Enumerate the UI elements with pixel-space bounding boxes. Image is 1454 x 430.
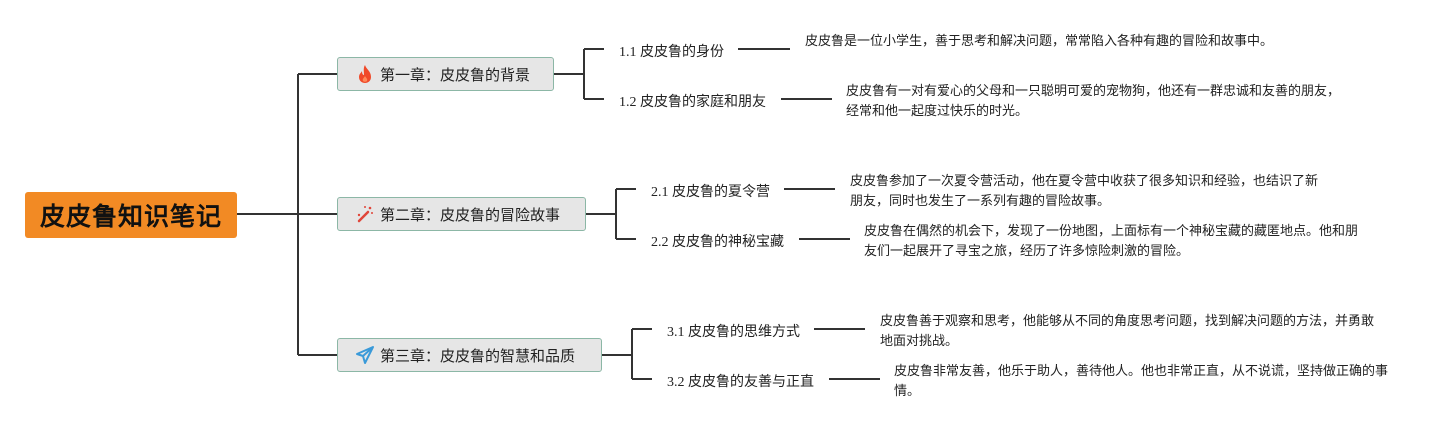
section-3-2-description: 皮皮鲁非常友善，他乐于助人，善待他人。他也非常正直，从不说谎，坚持做正确的事情。 — [894, 364, 1389, 399]
section-2-1[interactable]: 2.1 皮皮鲁的夏令营 — [651, 185, 770, 200]
section-1-2-description: 皮皮鲁有一对有爱心的父母和一只聪明可爱的宠物狗，他还有一群忠诚和友善的朋友，经常… — [846, 84, 1341, 119]
root-connector — [237, 73, 337, 356]
chapter-3-title: 第三章：皮皮鲁的智慧和品质 — [380, 346, 576, 365]
section-2-1-description: 皮皮鲁参加了一次夏令营活动，他在夏令营中收获了很多知识和经验，也结识了新朋友，同… — [850, 174, 1319, 209]
section-1-1[interactable]: 1.1 皮皮鲁的身份 — [619, 45, 724, 60]
section-1-2[interactable]: 1.2 皮皮鲁的家庭和朋友 — [619, 95, 766, 110]
paper-plane-icon — [354, 344, 376, 366]
fire-icon — [354, 63, 376, 85]
section-3-2[interactable]: 3.2 皮皮鲁的友善与正直 — [667, 375, 814, 390]
magic-wand-icon — [354, 203, 376, 225]
chapter-3-topic[interactable]: 第三章：皮皮鲁的智慧和品质 — [337, 338, 602, 372]
chapter-1-title: 第一章：皮皮鲁的背景 — [380, 65, 531, 84]
section-2-2[interactable]: 2.2 皮皮鲁的神秘宝藏 — [651, 235, 784, 250]
chapter-1-topic[interactable]: 第一章：皮皮鲁的背景 — [337, 57, 554, 91]
chapter-3-connector — [602, 328, 652, 380]
section-1-1-description: 皮皮鲁是一位小学生，善于思考和解决问题，常常陷入各种有趣的冒险和故事中。 — [805, 34, 1274, 49]
root-topic[interactable]: 皮皮鲁知识笔记 — [25, 192, 237, 238]
chapter-2-topic[interactable]: 第二章：皮皮鲁的冒险故事 — [337, 197, 586, 231]
section-3-1-description: 皮皮鲁善于观察和思考，他能够从不同的角度思考问题，找到解决问题的方法，并勇敢地面… — [880, 314, 1375, 349]
chapter-2-connector — [586, 188, 636, 240]
chapter-1-connector — [554, 48, 604, 100]
section-3-1[interactable]: 3.1 皮皮鲁的思维方式 — [667, 325, 800, 340]
root-title: 皮皮鲁知识笔记 — [39, 202, 222, 231]
chapter-2-title: 第二章：皮皮鲁的冒险故事 — [380, 205, 561, 224]
section-2-2-description: 皮皮鲁在偶然的机会下，发现了一份地图，上面标有一个神秘宝藏的藏匿地点。他和朋友们… — [864, 224, 1359, 259]
